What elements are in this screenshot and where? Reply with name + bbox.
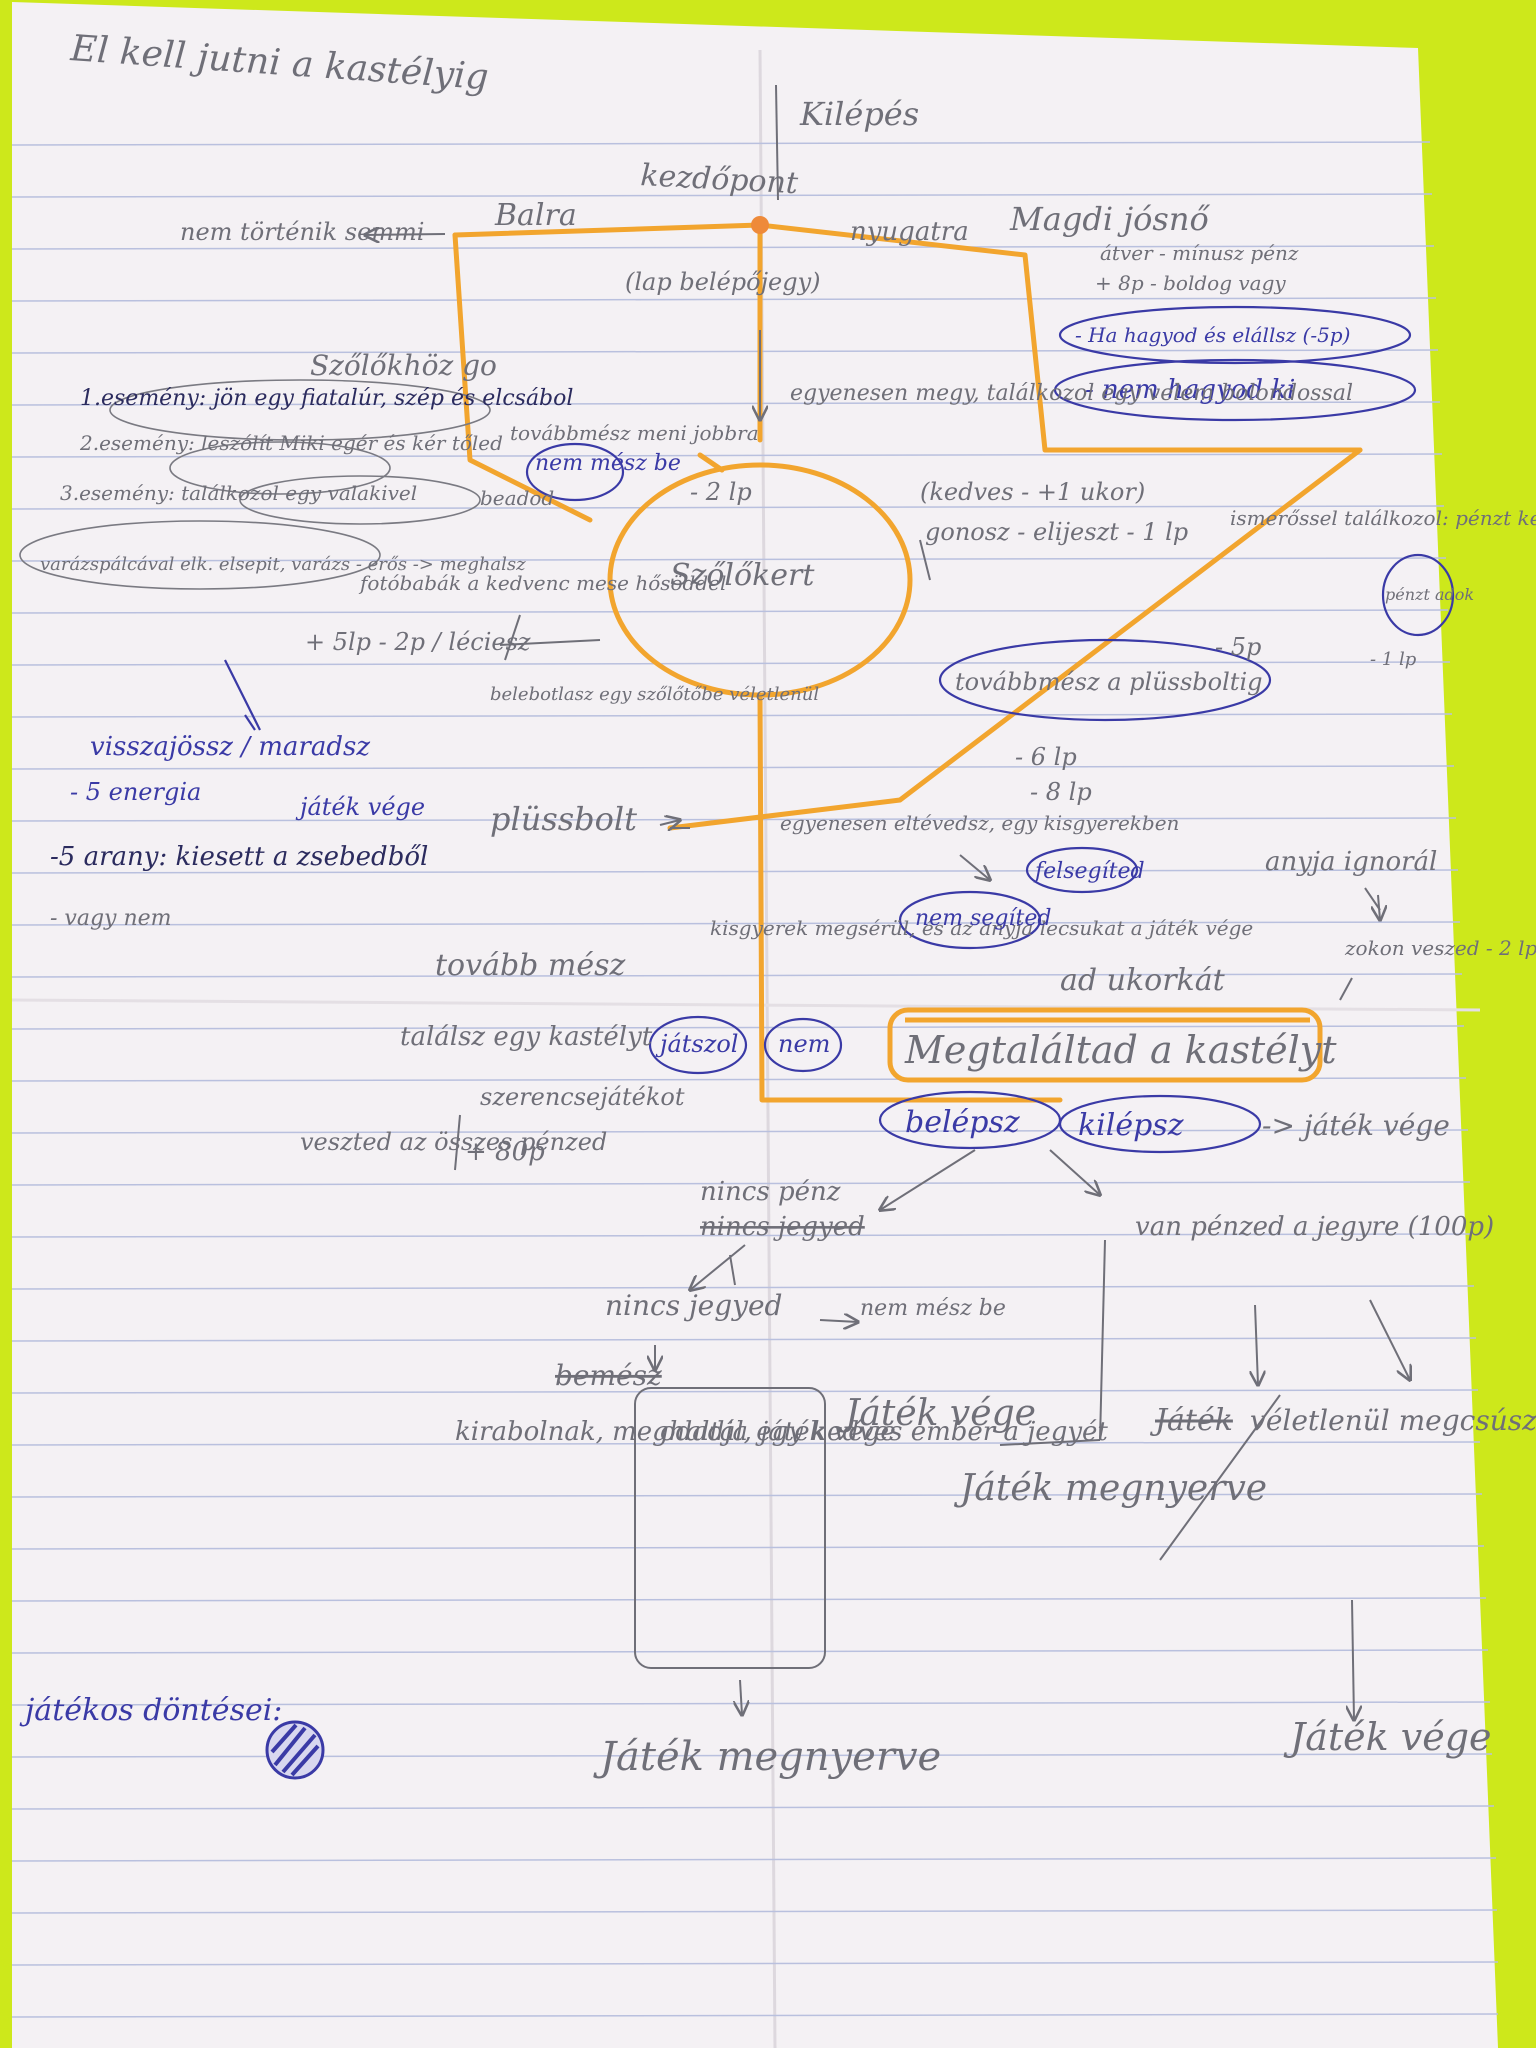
label-belepsz: belépsz [905,1105,1020,1140]
label-jatek-vege-mid: Játék vége [838,1393,1036,1434]
label-esemeny1: 1.esemény: jön egy fiatalúr, szép és elc… [80,386,573,411]
label-felsegited: felsegíted [1033,859,1145,884]
label-odadja: odadja egy kedves ember a jegyét [660,1417,1108,1447]
label-vagy-nem: - vagy nem [50,906,172,931]
label-jatek-strike: Játék [1149,1403,1233,1438]
paper-sheet [12,2,1498,2048]
label-kiratenak: kirabolnak, meghaltál, játék vége [455,1417,896,1447]
label-szolokert: Szőlőkert [670,558,815,593]
label-jatek-megnyerve-mid: Játék megnyerve [953,1468,1267,1509]
label-kisgyerek: kisgyerek megsérül, és az anyja lecsukat… [710,916,1253,940]
label-veszted: veszted az összes pénzed [300,1128,607,1156]
label-kedves: (kedves - +1 ukor) [920,478,1145,506]
label-veletlenul: véletlenül megcsúszol, ráesel a jegyre é… [1250,1404,1536,1437]
label-jatek-megnyerve-bottom: Játék megnyerve [593,1734,941,1780]
label-ad-ukorkat: ad ukorkát [1060,963,1226,998]
label-plussbolt: plüssbolt [490,800,637,838]
label-varazs: varázspálcával elk. elsepit, varázs - er… [40,554,526,575]
label-jatek-vege-right: -> játék vége [1262,1109,1450,1142]
label-anyja-ignoral: anyja ignorál [1265,847,1437,877]
label-tovabb-mesz: tovább mész [435,948,625,983]
label-nem2: nem [778,1030,830,1058]
label-eltevedsz: egyenesen eltévedsz, egy kisgyerekben [780,811,1179,835]
label-kezdopont: kezdőpont [640,158,800,201]
label-beadod: beadod [480,486,554,510]
label-atver: átver - mínusz pénz [1100,241,1299,265]
label-ismeros: ismerőssel találkozol: pénzt kér [1230,506,1536,530]
label-penz-adok: pénzt adok [1385,585,1474,604]
decision-marker-icon [265,1720,325,1780]
label-plus80p: + 80p [465,1137,545,1167]
label-nincs-jegyed-strike: nincs jegyed [700,1212,865,1242]
label-nem-segited: nem segíted [915,906,1051,931]
label-boldog: + 8p - boldog vagy [1095,271,1286,295]
label-minus6lp: - 6 lp [1015,743,1077,771]
label-nincs-jegyed: nincs jegyed [605,1289,782,1322]
label-plus5lp: + 5lp - 2p / léciesz [305,628,531,656]
label-kilepsz: kilépsz [1078,1108,1184,1143]
label-lap-belepojegy: (lap belépőjegy) [625,268,821,296]
label-minus1lp: - 1 lp [1370,649,1417,670]
label-szerencsejatekot: szerencsejátékot [480,1083,685,1111]
label-bemesz: bemész [555,1359,662,1392]
label-belebotlasz: belebotlasz egy szőlőtőbe véletlenül [490,684,819,705]
label-jatszol: játszol [655,1030,738,1058]
label-szolokhoz: Szőlőkhöz go [310,349,497,382]
label-nem-hagyod: - nem hagyod ki [1085,375,1295,405]
label-esemeny2: 2.esemény: leszólít Miki egér és kér től… [79,431,503,455]
label-fotobabak: fotóbabák a kedvenc mese hősöddel [358,571,726,595]
label-nincs-penz: nincs pénz [700,1177,841,1207]
label-nyugatra: nyugatra [850,217,969,247]
label-minus2lp: - 2 lp [690,478,752,506]
pencil-lines [365,84,1410,1720]
label-jatek-vege-blue: játék vége [295,793,425,821]
orange-game-path [452,222,1363,1103]
ruled-lines [11,141,1499,2018]
label-gonosz: gonosz - elijeszt - 1 lp [925,518,1188,546]
label-nem-tortenik: nem történik semmi [180,218,424,246]
label-tovabbmesz-jobbra: továbbmész meni jobbra [510,421,759,445]
label-minus8lp: - 8 lp [1030,778,1092,806]
label-kilepes-top: Kilépés [799,95,919,133]
label-van-penzed: van pénzed a jegyre (100p) [1135,1212,1494,1242]
label-energia: - 5 energia [70,778,201,806]
label-visszajossz: visszajössz / maradsz [90,732,370,762]
pen-circles [224,305,1455,1154]
label-jatekos-dontesei: játékos döntései: [19,1693,282,1728]
pencil-bubbles [19,379,491,590]
label-magdi: Magdi jósnő [1009,200,1210,238]
start-dot [751,216,769,234]
label-tovabbmesz-plussbolt: továbbmész a plüssboltig [955,668,1262,696]
label-arany: -5 arany: kiesett a zsebedből [50,842,428,872]
label-minus5p: - 5p [1215,633,1261,661]
label-talalsz: találsz egy kastélyt [400,1022,653,1052]
label-megtalaltad: Megtaláltad a kastélyt [904,1028,1337,1072]
label-nem-mesz: nem mész be [535,451,681,476]
label-jatek-vege-bottom: Játék vége [1283,1715,1492,1759]
label-nem-mesz-be: nem mész be [860,1296,1006,1321]
label-esemeny3: 3.esemény: találkozol egy valakivel [60,481,417,505]
label-egyenesen: egyenesen megy, találkozol egy velem bol… [790,381,1353,406]
label-hagyod: - Ha hagyod és elállsz (-5p) [1075,323,1350,347]
label-balra: Balra [494,198,577,233]
label-zokon: zokon veszed - 2 lp [1344,936,1536,960]
